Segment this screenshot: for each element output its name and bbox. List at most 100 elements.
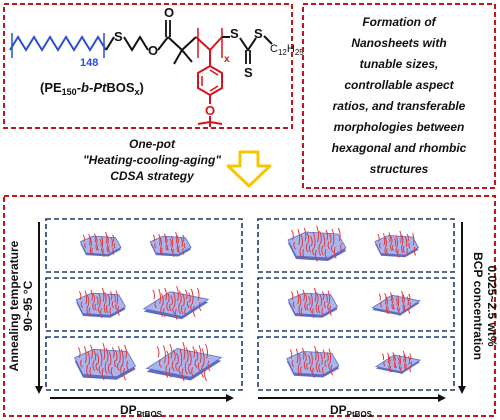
result-line-2: Nanosheets with	[351, 36, 446, 50]
corona-chain	[384, 292, 387, 305]
corona-chain	[408, 306, 411, 314]
corona-chain	[316, 225, 320, 243]
corona-chain	[391, 295, 394, 304]
result-line-3: tunable sizes,	[360, 57, 439, 71]
molecule-frame	[3, 3, 293, 129]
corona-chain	[86, 364, 90, 378]
corona-chain	[309, 306, 313, 314]
corona-chain	[330, 364, 334, 376]
nanosheet-7	[287, 225, 347, 262]
corona-chain	[402, 294, 405, 304]
nanosheet-10	[371, 290, 421, 317]
result-description-text: Formation of Nanosheets with tunable siz…	[332, 15, 467, 176]
corona-chain	[380, 301, 383, 308]
corona-chain	[90, 289, 93, 301]
corona-chain	[112, 247, 115, 255]
trithio-sulfur-2: S	[254, 26, 263, 41]
corona-chain	[182, 247, 185, 255]
corona-chain	[404, 362, 407, 371]
corona-chain	[201, 348, 205, 367]
corona-chain	[300, 233, 304, 248]
corona-chain	[96, 296, 99, 306]
corona-chain	[156, 346, 160, 358]
corona-chain	[113, 293, 116, 303]
corona-chain	[325, 229, 329, 241]
corona-chain	[331, 228, 335, 246]
corona-chain	[97, 306, 101, 314]
corona-chain	[105, 231, 108, 244]
corona-chain	[158, 233, 161, 246]
corona-chain	[98, 292, 101, 307]
corona-chain	[384, 236, 387, 247]
corona-chain	[88, 307, 92, 316]
corona-chain	[154, 242, 157, 249]
corona-chain	[165, 364, 169, 378]
corona-chain	[399, 230, 402, 244]
corona-chain	[172, 306, 175, 315]
corona-chain	[102, 342, 106, 360]
corona-chain	[186, 300, 190, 309]
corona-chain	[95, 243, 98, 251]
corona-chain	[396, 295, 400, 307]
corona-chain	[297, 364, 301, 376]
corona-chain	[180, 304, 184, 315]
corona-chain	[165, 236, 168, 245]
corona-chain	[405, 363, 408, 371]
corona-chain	[306, 303, 309, 311]
strategy-line-3: CDSA strategy	[110, 169, 195, 183]
corona-chain	[395, 297, 398, 306]
corona-chain	[86, 294, 90, 306]
corona-chain	[104, 361, 108, 375]
tert-butyl-group	[197, 116, 223, 127]
corona-chain	[102, 248, 105, 258]
corona-chain	[392, 352, 395, 361]
corona-chain	[120, 364, 124, 378]
corona-chain	[158, 288, 161, 305]
corona-chain	[385, 305, 389, 314]
corona-chain	[307, 354, 311, 365]
corona-chain	[205, 343, 209, 359]
corona-chain	[95, 236, 98, 245]
corona-chain	[191, 367, 195, 378]
corona-chain	[302, 248, 306, 259]
corona-chain	[392, 304, 395, 310]
nanosheet-6	[145, 341, 223, 382]
corona-chain	[323, 301, 327, 309]
corona-chain	[324, 248, 328, 259]
corona-chain	[163, 233, 167, 243]
corona-chain	[309, 235, 313, 247]
corona-chain	[402, 245, 406, 254]
corona-chain	[188, 363, 192, 375]
corona-chain	[301, 347, 305, 360]
corona-chain	[82, 234, 85, 242]
nanosheet-face	[145, 348, 223, 378]
thione-bond	[245, 50, 251, 64]
corona-chain	[160, 305, 163, 318]
corona-chain	[175, 352, 179, 365]
left-panel-row-3	[45, 336, 243, 391]
corona-chain	[78, 291, 82, 301]
corona-chain	[161, 247, 164, 255]
corona-chain	[321, 307, 324, 316]
corona-chain	[90, 344, 93, 359]
corona-chain	[109, 307, 112, 316]
corona-chain	[181, 368, 185, 382]
corona-chain	[333, 246, 337, 259]
corona-chain	[124, 344, 127, 359]
corona-chain	[413, 246, 417, 256]
corona-chain	[152, 234, 155, 242]
corona-chain	[326, 352, 329, 362]
corona-chain	[126, 360, 130, 371]
corona-chain	[180, 237, 183, 247]
corona-chain	[296, 290, 300, 305]
corona-chain	[409, 353, 412, 361]
corona-chain	[401, 234, 404, 245]
corona-chain	[391, 245, 394, 251]
corona-chain	[305, 242, 309, 253]
corona-chain	[201, 364, 204, 378]
bond	[105, 36, 115, 51]
corona-chain	[408, 242, 411, 249]
corona-chain	[337, 227, 341, 242]
corona-chain	[321, 291, 325, 301]
ptbos-repeat-brackets	[197, 28, 223, 58]
